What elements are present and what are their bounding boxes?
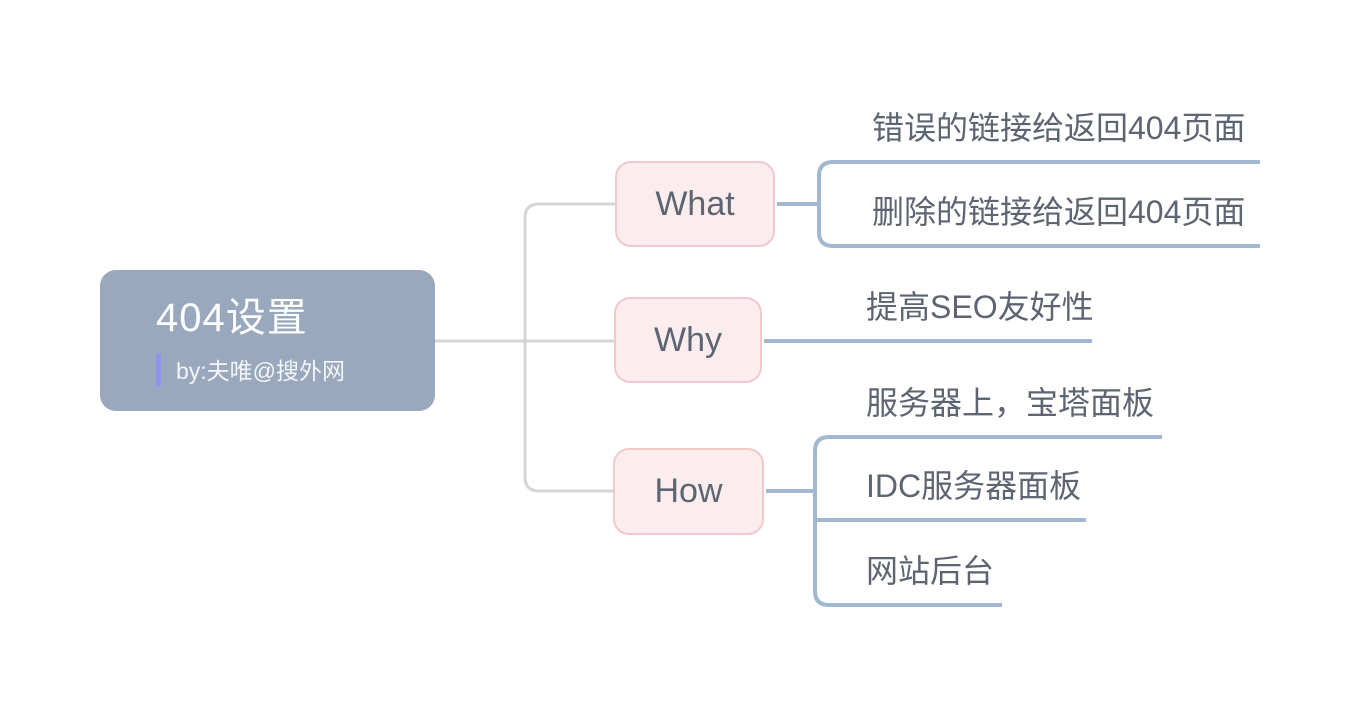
root-subtitle: by:夫唯@搜外网 xyxy=(176,357,346,384)
subtitle-accent-bar xyxy=(156,354,161,387)
leaf-topic-what-1[interactable]: 错误的链接给返回404页面 xyxy=(872,110,1246,146)
branch-label: Why xyxy=(654,320,722,359)
root-title: 404设置 xyxy=(156,296,308,340)
root-subtitle-row: by:夫唯@搜外网 xyxy=(156,354,435,387)
branch-label: What xyxy=(655,184,735,223)
root-node[interactable]: 404设置 by:夫唯@搜外网 xyxy=(100,270,435,411)
leaf-topic-how-2[interactable]: IDC服务器面板 xyxy=(866,468,1082,504)
branch-node-why[interactable]: Why xyxy=(614,297,762,383)
leaf-topic-why-1[interactable]: 提高SEO友好性 xyxy=(866,289,1094,325)
root-trunk-connector xyxy=(523,202,615,493)
leaf-topic-how-1[interactable]: 服务器上，宝塔面板 xyxy=(866,385,1155,421)
branch-node-what[interactable]: What xyxy=(615,161,775,247)
branch-label: How xyxy=(654,472,723,510)
leaf-topic-what-2[interactable]: 删除的链接给返回404页面 xyxy=(872,194,1246,230)
branch-node-how[interactable]: How xyxy=(613,448,764,535)
what-bracket-connector xyxy=(817,160,1260,248)
leaf-topic-how-3[interactable]: 网站后台 xyxy=(866,553,995,589)
